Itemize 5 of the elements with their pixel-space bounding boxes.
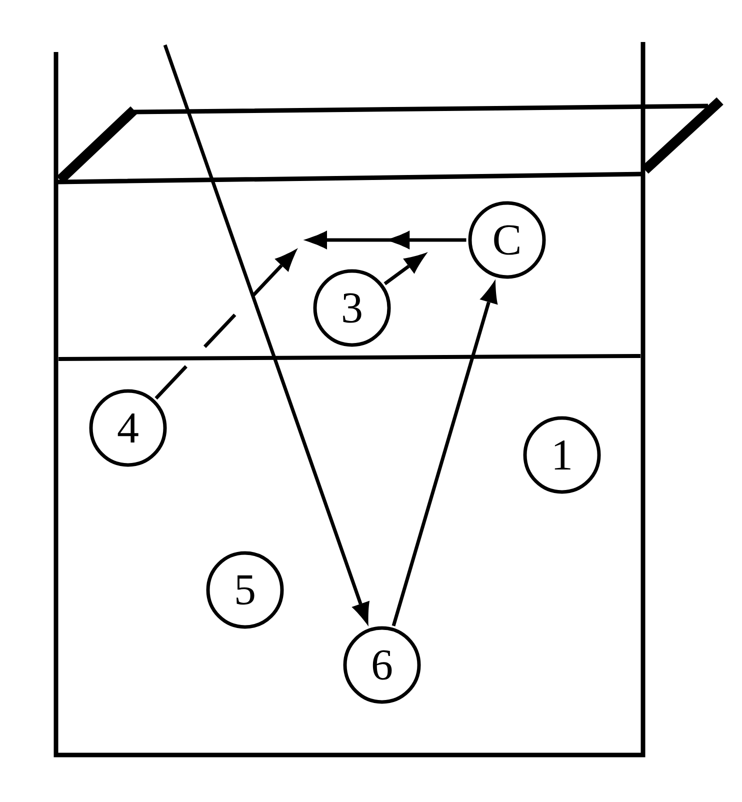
arrow xyxy=(384,252,428,286)
arrow xyxy=(154,248,298,400)
arrow xyxy=(392,279,498,626)
arrow xyxy=(303,230,466,250)
arrow xyxy=(163,44,370,627)
